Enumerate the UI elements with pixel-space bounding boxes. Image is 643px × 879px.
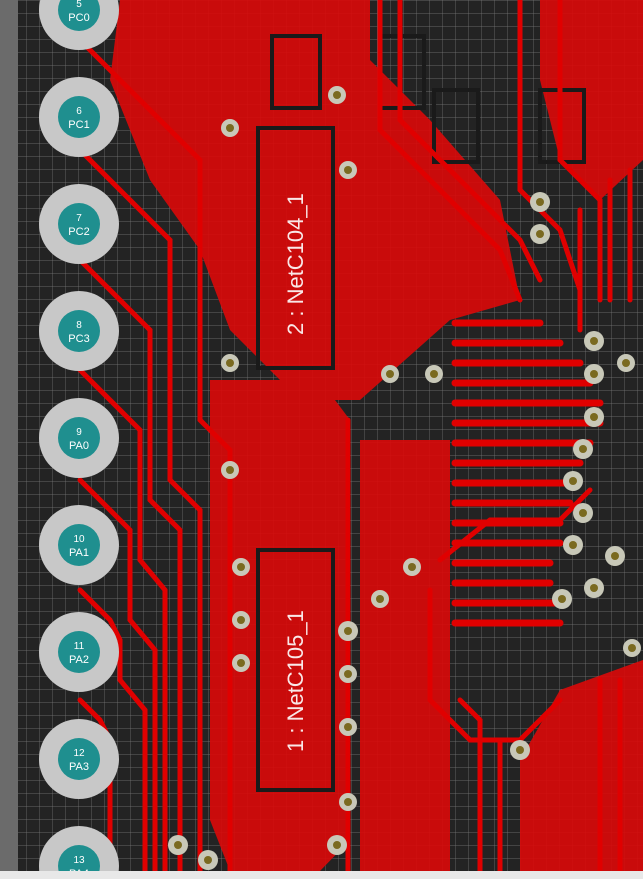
pad-name: PC0 [68, 12, 89, 24]
pad-number: 13 [73, 855, 85, 866]
pad-center [58, 631, 100, 673]
pad-name: PA0 [69, 440, 89, 452]
left-edge-strip [0, 0, 18, 879]
pad-name: PA1 [69, 547, 89, 559]
pad-name: PC3 [68, 333, 89, 345]
net-label-lower: 1 : NetC105_1 [283, 610, 308, 752]
ic-pin-fanout [451, 319, 604, 627]
pad-center [58, 524, 100, 566]
pad-center [58, 845, 100, 879]
pad-name: PA2 [69, 654, 89, 666]
pad-center [58, 417, 100, 459]
pad-name: PA3 [69, 761, 89, 773]
pad-name: PC1 [68, 119, 89, 131]
pad-number: 5 [76, 0, 82, 10]
pad-name: PC2 [68, 226, 89, 238]
connector-pad[interactable]: 13PA4 [39, 826, 119, 879]
pad-center [58, 738, 100, 780]
via-group [168, 86, 641, 870]
pad-number: 10 [73, 534, 85, 545]
pad-number: 8 [76, 320, 82, 331]
pad-center [58, 0, 100, 31]
pad-number: 7 [76, 213, 82, 224]
pad-center [58, 310, 100, 352]
pad-number: 6 [76, 106, 82, 117]
pad-center [58, 203, 100, 245]
pad-number: 12 [73, 748, 85, 759]
pad-number: 11 [74, 641, 85, 652]
connector-pad-column: 5PC06PC17PC28PC39PA010PA111PA212PA313PA4 [39, 0, 119, 879]
bottom-status-strip [0, 871, 643, 879]
pad-number: 9 [76, 427, 82, 438]
net-label-upper: 2 : NetC104_1 [283, 193, 308, 335]
pad-center [58, 96, 100, 138]
